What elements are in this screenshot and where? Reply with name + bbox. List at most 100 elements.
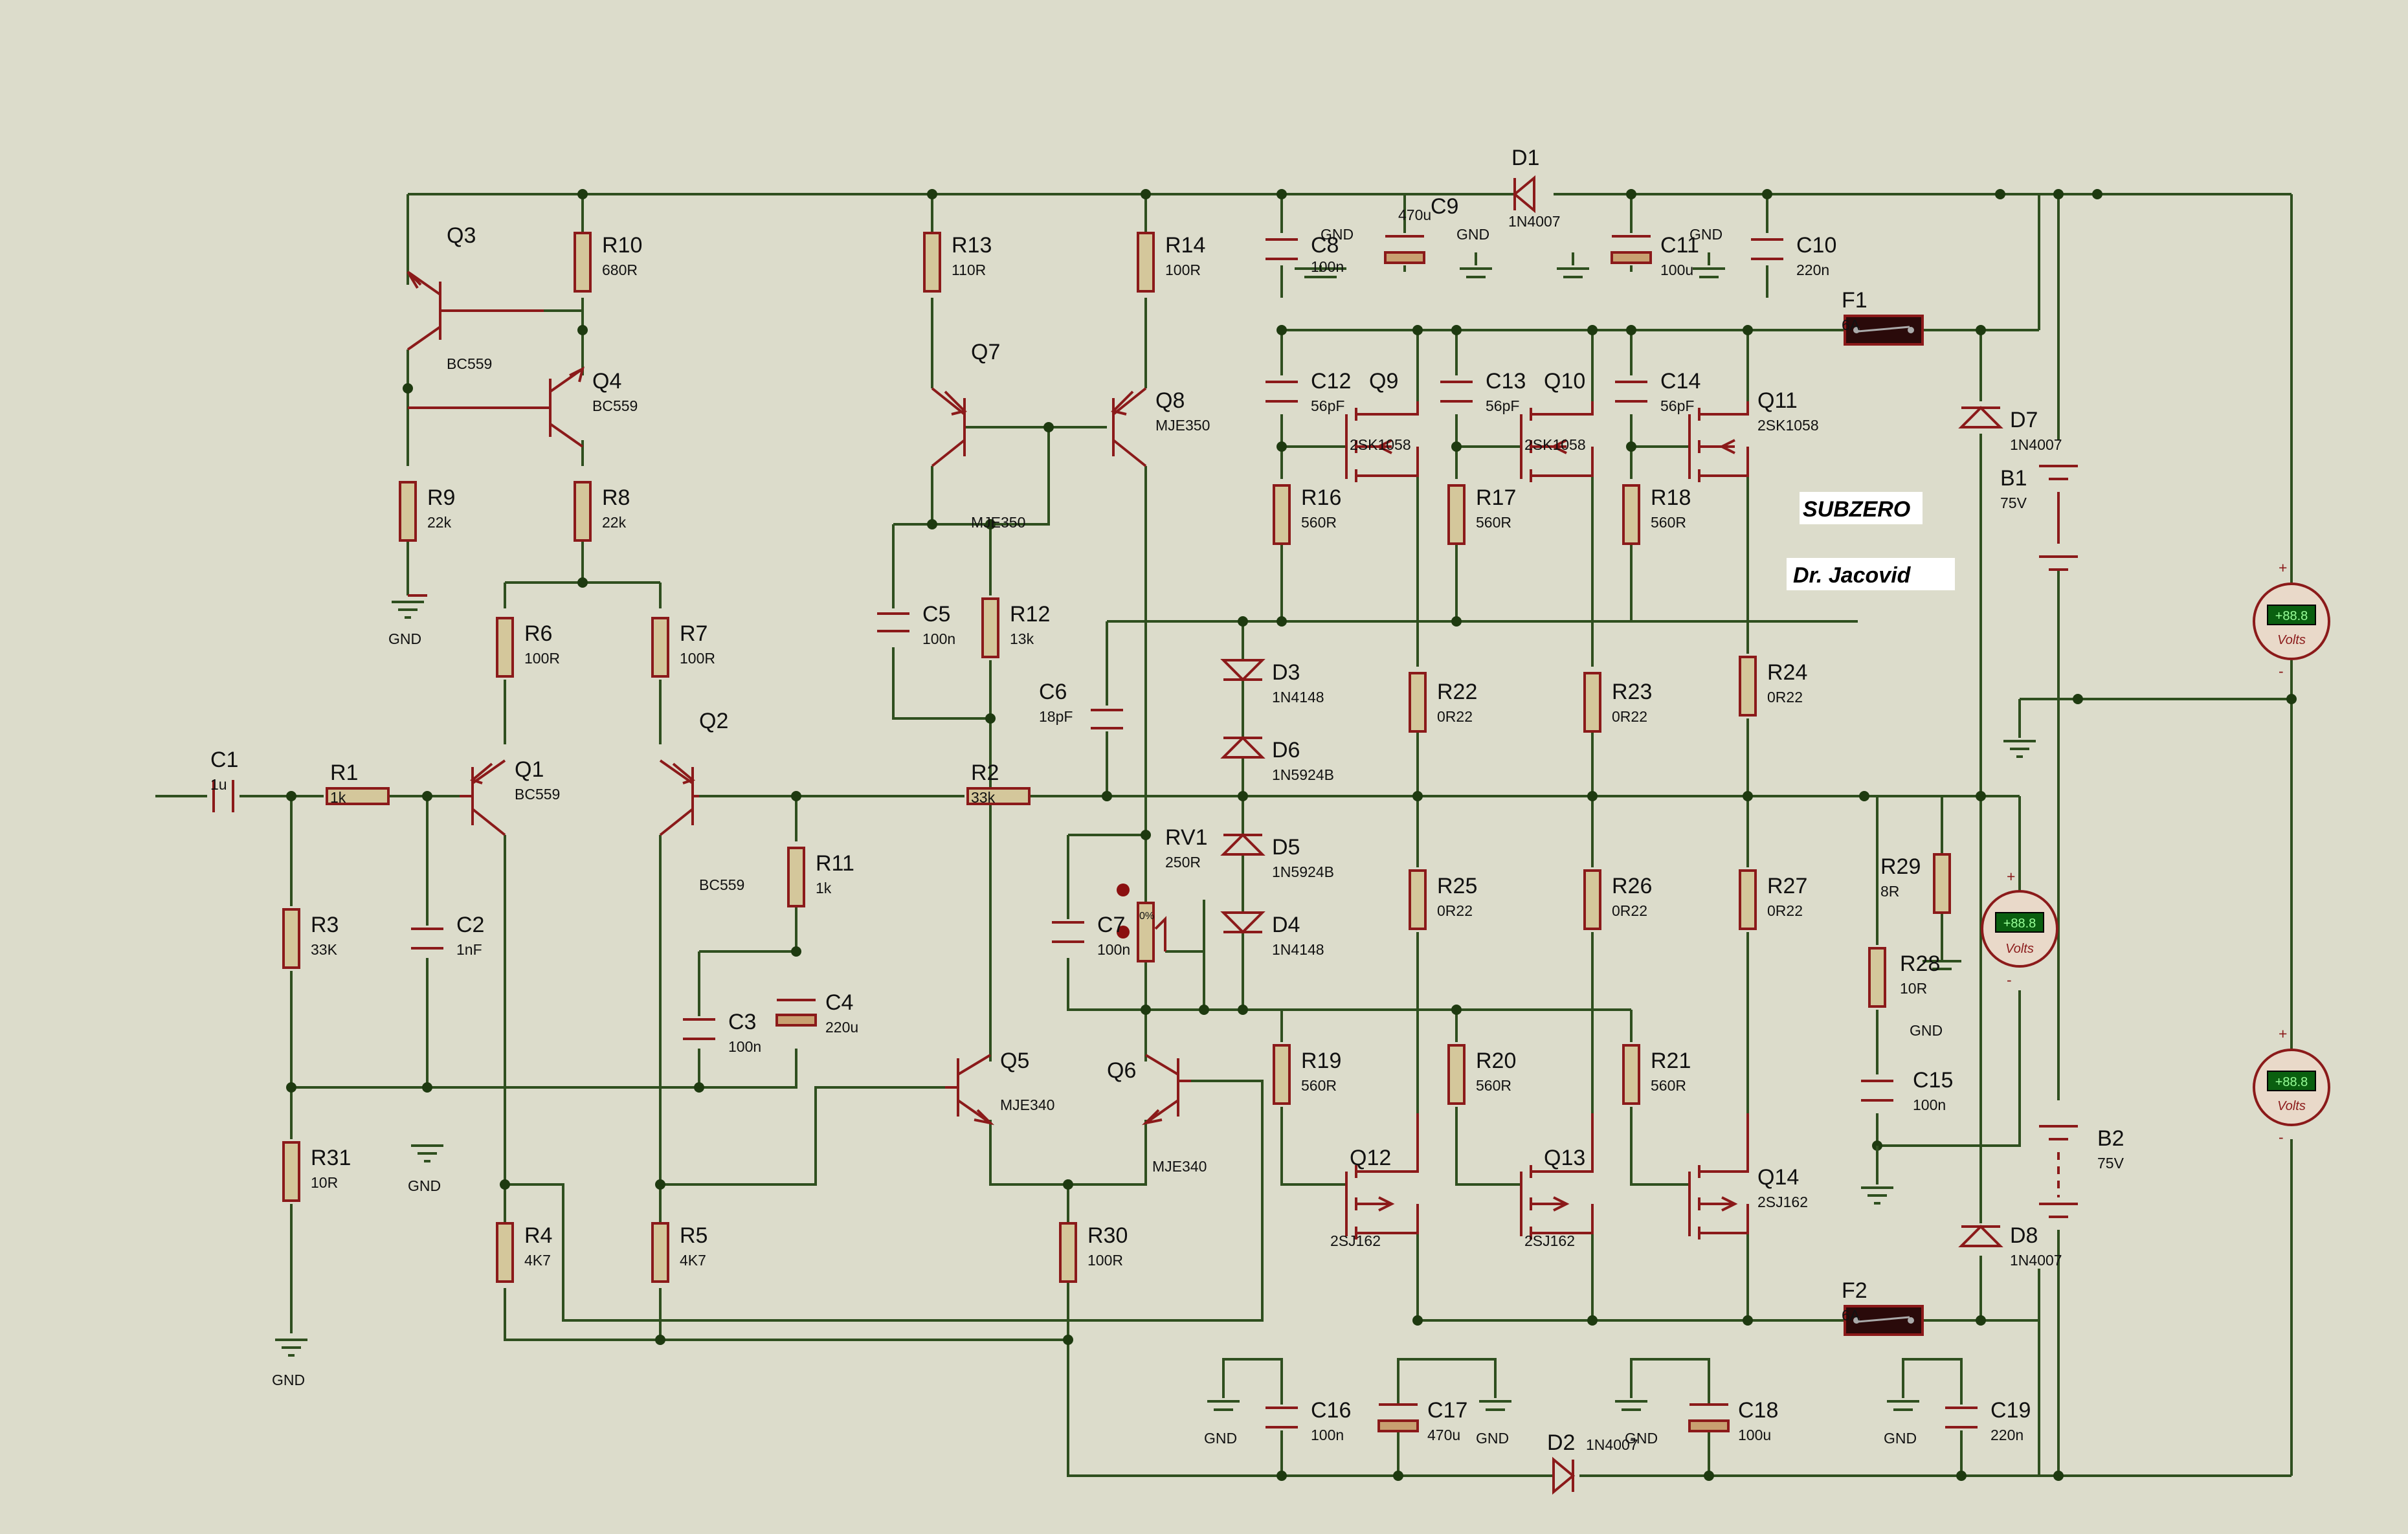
capacitor-C12	[1265, 381, 1298, 403]
ref-label-D6: D6	[1272, 738, 1300, 762]
ref-label-R29: R29	[1880, 854, 1921, 879]
ref-label-R18: R18	[1651, 485, 1691, 510]
ref-label-R11: R11	[816, 851, 854, 876]
ref-label-C9: C9	[1431, 194, 1458, 219]
ref-label-Q6: Q6	[1107, 1058, 1136, 1083]
value-label-Q5: MJE340	[1000, 1096, 1054, 1113]
value-label-Q14: 2SJ162	[1757, 1194, 1808, 1210]
value-label-D8: 1N4007	[2010, 1252, 2062, 1269]
value-label-D7: 1N4007	[2010, 436, 2062, 453]
value-label-R27: 0R22	[1767, 902, 1803, 919]
resistor-R26	[1583, 869, 1601, 930]
value-label-R4: 4K7	[524, 1252, 551, 1269]
resistor-R1	[326, 787, 390, 805]
voltmeter-2-minus: -	[2007, 972, 2012, 988]
ref-label-F2: F2	[1842, 1278, 1867, 1303]
ref-label-C17: C17	[1427, 1398, 1467, 1423]
ref-label-D2: D2	[1547, 1430, 1575, 1455]
ref-label-D7: D7	[2010, 408, 2038, 432]
transistor-Q4	[408, 366, 585, 448]
ref-label-R22: R22	[1437, 680, 1477, 704]
title-box: SUBZERO	[1800, 492, 1923, 524]
ref-label-R25: R25	[1437, 874, 1477, 898]
ref-label-C13: C13	[1486, 369, 1526, 394]
diode-D3	[1220, 659, 1265, 682]
value-label-R21: 560R	[1651, 1077, 1686, 1094]
value-label-D2: 1N4007	[1586, 1436, 1638, 1453]
value-label-D5: 1N5924B	[1272, 863, 1334, 880]
ref-label-C4: C4	[825, 990, 853, 1015]
ref-label-D4: D4	[1272, 913, 1300, 937]
voltmeter-2-display: +88.8	[2003, 917, 2036, 931]
ref-label-Q3: Q3	[447, 223, 476, 248]
ref-label-R21: R21	[1651, 1049, 1691, 1073]
ref-label-Q5: Q5	[1000, 1049, 1029, 1073]
transistor-Q2	[659, 759, 699, 836]
voltmeter-1-unit: Volts	[2277, 633, 2306, 647]
value-label-C5: 100n	[922, 630, 955, 647]
value-label-C1: 1u	[210, 776, 227, 793]
value-label-C15: 100n	[1913, 1096, 1946, 1113]
value-label-C4: 220u	[825, 1019, 858, 1036]
ref-label-C11: C11	[1660, 233, 1699, 258]
voltmeter-2: +88.8 Volts + -	[1981, 868, 2058, 988]
value-label-C11: 100u	[1660, 261, 1693, 278]
diode-D6	[1220, 736, 1265, 759]
value-label-R30: 100R	[1087, 1252, 1123, 1269]
resistor-R11	[787, 847, 805, 907]
diode-D4	[1220, 911, 1265, 934]
transistors	[407, 271, 1749, 1239]
value-label-R2: 33k	[971, 789, 996, 806]
value-label-R9: 22k	[427, 514, 452, 531]
value-label-R8: 22k	[602, 514, 627, 531]
capacitor-C13	[1440, 381, 1473, 403]
ref-label-R3: R3	[311, 913, 339, 937]
value-label-Q4: BC559	[592, 397, 638, 414]
value-label-Q13: 2SJ162	[1524, 1232, 1575, 1249]
resistors	[282, 232, 1951, 1283]
value-label-F2: 6A	[1842, 1307, 1860, 1324]
ref-label-Q1: Q1	[515, 757, 544, 782]
mosfet-Q13	[1520, 1113, 1594, 1239]
ref-label-C12: C12	[1311, 369, 1351, 394]
value-label-Q6: MJE340	[1152, 1158, 1207, 1175]
diode-D8	[1958, 1225, 2003, 1247]
mosfet-Q9	[1345, 401, 1419, 482]
capacitor-C15	[1861, 1080, 1893, 1102]
ref-label-R2: R2	[971, 761, 999, 785]
value-label-R1: 1k	[330, 789, 346, 806]
value-label-D1: 1N4007	[1508, 213, 1561, 230]
capacitor-C5	[877, 612, 909, 632]
ref-label-Q14: Q14	[1757, 1165, 1799, 1190]
ref-label-C7: C7	[1097, 913, 1125, 937]
value-label-C6: 18pF	[1039, 708, 1073, 725]
voltmeter-2-unit: Volts	[2005, 942, 2034, 956]
voltmeter-1-minus: -	[2279, 663, 2284, 680]
value-label-C14: 56pF	[1660, 397, 1694, 414]
gnd-label: GND	[388, 630, 421, 647]
ref-label-D1: D1	[1511, 146, 1539, 170]
value-label-R28: 10R	[1900, 980, 1927, 997]
resistor-R31	[282, 1141, 300, 1202]
capacitor-C16	[1265, 1406, 1298, 1428]
value-label-C9: 470u	[1398, 206, 1431, 223]
resistor-R2	[966, 787, 1031, 805]
mosfet-Q11	[1688, 401, 1749, 482]
value-label-R10: 680R	[602, 261, 638, 278]
value-label-C17: 470u	[1427, 1427, 1460, 1443]
ref-label-R23: R23	[1612, 680, 1652, 704]
capacitor-C1	[212, 780, 234, 812]
value-label-Q12: 2SJ162	[1330, 1232, 1381, 1249]
fuses	[1844, 315, 1924, 1336]
value-label-R17: 560R	[1476, 514, 1511, 531]
gnd-label: GND	[408, 1177, 441, 1194]
author-box: Dr. Jacovid	[1787, 558, 1955, 590]
value-label-C7: 100n	[1097, 941, 1130, 958]
resistor-R23	[1583, 672, 1601, 733]
gnd-label: GND	[1884, 1430, 1917, 1447]
value-label-Q1: BC559	[515, 786, 560, 803]
ref-label-Q12: Q12	[1350, 1146, 1391, 1170]
transistor-Q6	[1141, 1054, 1191, 1126]
diodes	[1220, 175, 2003, 1495]
value-label-R5: 4K7	[680, 1252, 706, 1269]
